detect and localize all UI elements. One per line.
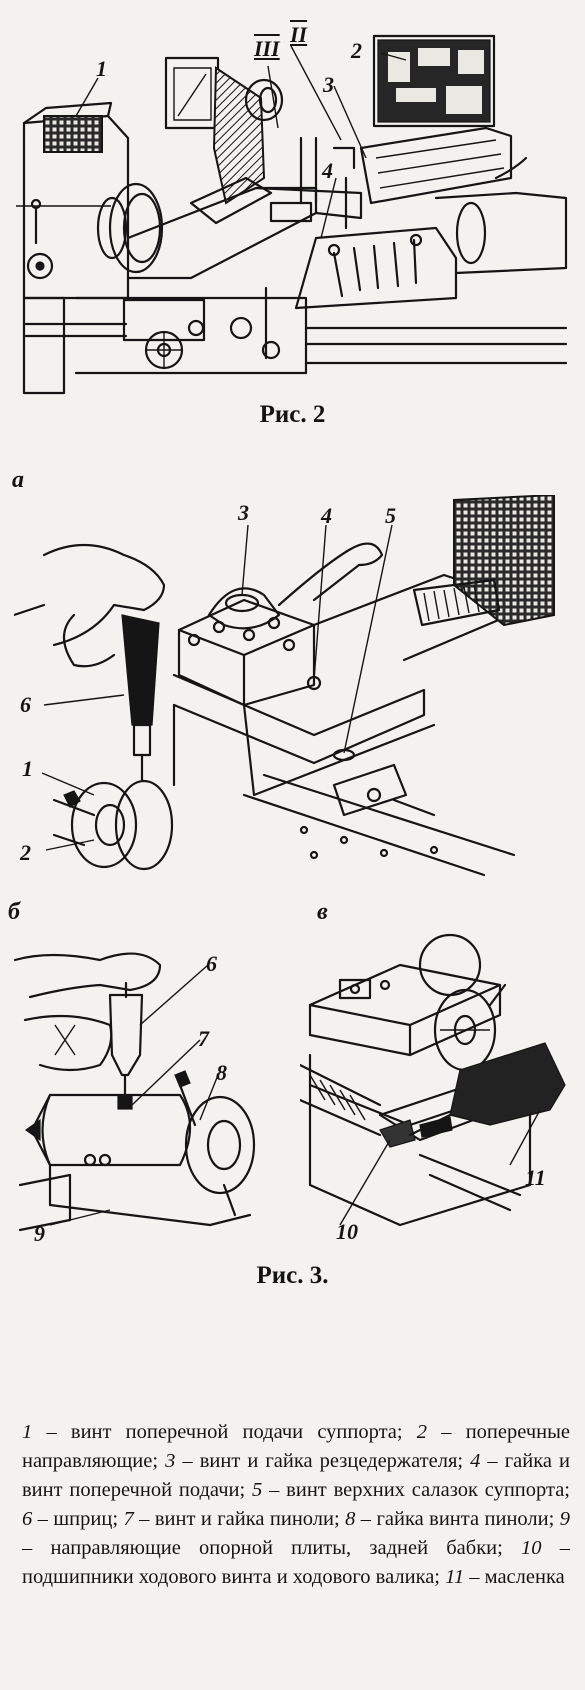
- fig2-label-3: 3: [323, 72, 334, 97]
- legend-num-7: 7: [123, 1508, 134, 1530]
- legend-text-5: – винт верхних салазок суппорта;: [262, 1479, 570, 1501]
- fig3a-label-1: 1: [22, 756, 33, 781]
- fig3-panel-a-label: а: [12, 467, 24, 493]
- figure-3b-drawing: [10, 925, 280, 1245]
- legend-text-2: – поперечные направляющие;: [22, 1421, 570, 1472]
- figure-3v-drawing: [300, 925, 570, 1245]
- figure-2-caption: Рис. 2: [259, 401, 326, 428]
- legend-num-6: 6: [22, 1508, 33, 1530]
- legend-num-5: 5: [252, 1479, 263, 1501]
- legend-num-8: 8: [345, 1508, 356, 1530]
- fig2-label-2: 2: [351, 38, 362, 63]
- figure-3-legend: 1 – винт поперечной подачи суппорта; 2 –…: [22, 1418, 570, 1592]
- fig3b-label-9: 9: [34, 1221, 45, 1246]
- fig3a-label-2: 2: [20, 840, 31, 865]
- legend-text-7: – винт и гайка пиноли;: [133, 1508, 346, 1530]
- figure-3a-drawing: [14, 495, 569, 895]
- legend-num-3: 3: [165, 1450, 176, 1472]
- legend-text-9: – направляющие опорной плиты, задней баб…: [22, 1537, 522, 1559]
- fig2-label-roman-3: III: [254, 36, 280, 61]
- fig2-label-1: 1: [96, 56, 107, 81]
- legend-text-1: – винт поперечной подачи суппорта;: [32, 1421, 417, 1443]
- legend-text-4: – гайка и винт поперечной подачи;: [22, 1450, 570, 1501]
- fig3a-label-3: 3: [238, 500, 249, 525]
- fig3-panel-b-label: б: [8, 899, 20, 925]
- fig3a-label-5: 5: [385, 503, 396, 528]
- legend-text-3: – винт и гайка резцедержателя;: [175, 1450, 471, 1472]
- figure-2-lathe-drawing: [16, 28, 571, 403]
- legend-num-9: 9: [559, 1508, 570, 1530]
- legend-num-2: 2: [416, 1421, 428, 1443]
- legend-num-11: 11: [445, 1566, 465, 1588]
- fig2-label-roman-2: II: [290, 22, 308, 47]
- legend-text-11: – масленка: [464, 1566, 565, 1588]
- fig3b-label-7: 7: [198, 1026, 209, 1051]
- legend-num-4: 4: [470, 1450, 481, 1472]
- fig2-label-4: 4: [322, 158, 333, 183]
- fig3a-label-4: 4: [321, 503, 332, 528]
- fig3b-label-6: 6: [206, 951, 217, 976]
- fig3v-label-10: 10: [336, 1219, 358, 1244]
- legend-text-10: – подшипники ходового винта и ходового в…: [22, 1537, 571, 1588]
- fig3a-label-6: 6: [20, 692, 31, 717]
- legend-num-10: 10: [521, 1537, 542, 1559]
- fig3b-label-8: 8: [216, 1060, 227, 1085]
- legend-text-6: – шприц;: [32, 1508, 124, 1530]
- figure-3-caption: Рис. 3.: [256, 1262, 329, 1289]
- legend-num-1: 1: [22, 1421, 33, 1443]
- fig3v-label-11: 11: [525, 1165, 546, 1190]
- legend-text-8: – гайка винта пиноли;: [355, 1508, 560, 1530]
- fig3-panel-v-label: в: [317, 899, 328, 925]
